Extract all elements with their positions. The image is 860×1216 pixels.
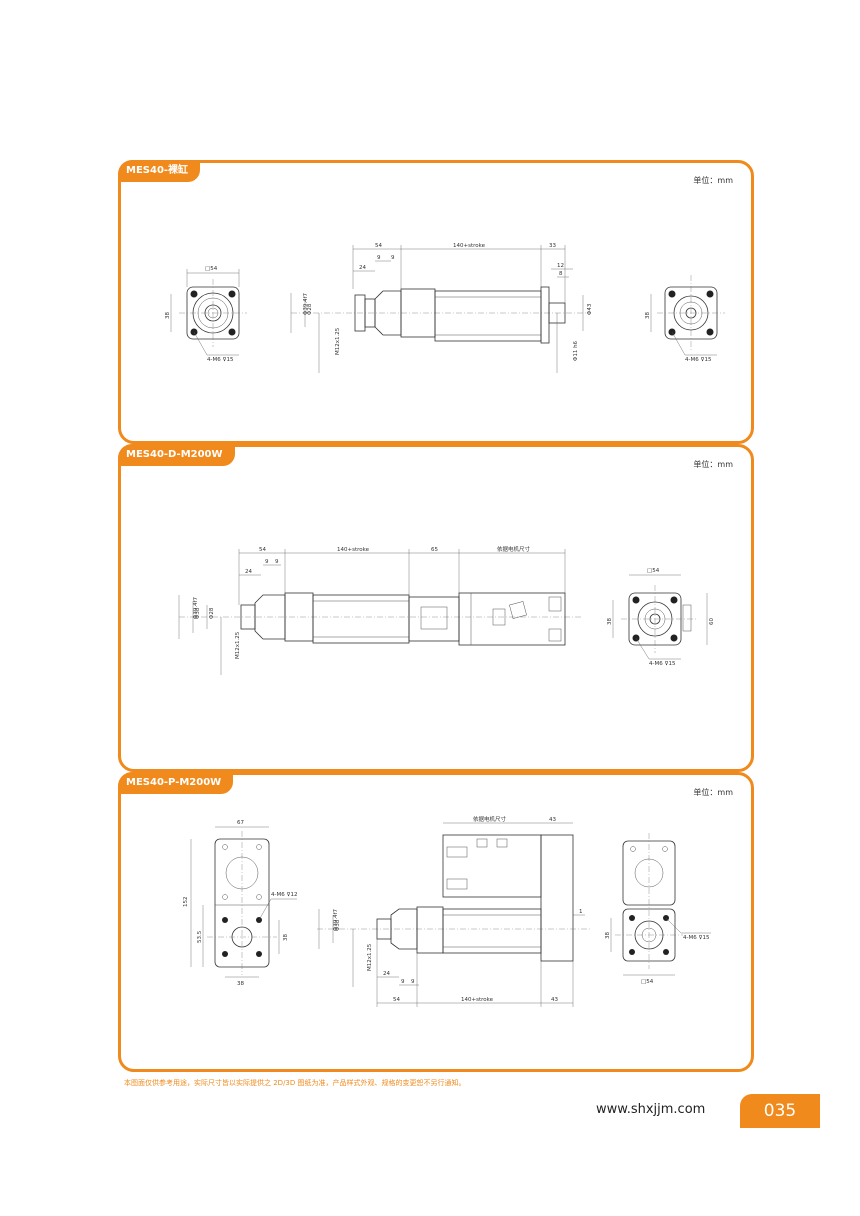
- section-title: MES40-D-M200W: [118, 444, 235, 466]
- dim-label: 140+stroke: [337, 547, 370, 553]
- page-number: 035: [740, 1094, 820, 1128]
- dim-label: 67: [237, 820, 244, 826]
- dim-label: Φ38: [335, 919, 341, 931]
- dim-label: Φ11 h6: [573, 340, 579, 361]
- side-view: 依据电机尺寸 43 1 Φ39.4f7 Φ38 M12x1.25 24 9 9 …: [317, 815, 591, 1007]
- dim-label: 4-M6 ⊽15: [649, 661, 676, 667]
- dim-label: 24: [245, 569, 252, 575]
- dim-label: □54: [647, 568, 660, 574]
- dim-label: Φ39.4f7: [333, 908, 339, 931]
- section-parallel-motor: MES40-P-M200W 单位：mm 67 152 4-M6 ⊽12 53.5…: [118, 772, 754, 1072]
- dim-label: 38: [645, 312, 651, 319]
- dim-label: Φ28: [209, 607, 215, 619]
- dim-label: M12x1.25: [335, 327, 341, 355]
- dim-label: 152: [183, 897, 189, 908]
- end-view-right: 38 4-M6 ⊽15: [645, 275, 725, 363]
- dim-label: 4-M6 ⊽15: [685, 357, 712, 363]
- dim-label: 65: [431, 547, 438, 553]
- section-title: MES40-裸缸: [118, 160, 201, 182]
- dim-label: 12: [557, 263, 564, 269]
- dim-label: 依据电机尺寸: [473, 815, 507, 823]
- unit-label: 单位：mm: [693, 788, 733, 797]
- dim-label: 1: [579, 909, 583, 915]
- dim-label: Φ39.4f7: [303, 292, 309, 315]
- dim-label: M12x1.25: [367, 943, 373, 971]
- end-view: □54 38 60 4-M6 ⊽15: [607, 568, 715, 667]
- dim-label: M12x1.25: [235, 631, 241, 659]
- dim-label: 24: [383, 971, 390, 977]
- dim-label: 38: [607, 618, 613, 625]
- dim-label: □54: [205, 266, 218, 272]
- section-bare-cylinder: MES40-裸缸 单位：mm □54 38 4-M6 ⊽15: [118, 160, 754, 444]
- dim-label: 38: [283, 934, 289, 941]
- dim-label: Φ38: [195, 607, 201, 619]
- dim-label: 140+stroke: [461, 997, 494, 1003]
- unit-label: 单位：mm: [693, 176, 733, 185]
- dim-label: 43: [551, 997, 558, 1003]
- dim-label: 38: [605, 932, 611, 939]
- dim-label: Φ39.4f7: [193, 596, 199, 619]
- top-view: 67 152 4-M6 ⊽12 53.5 38 38: [183, 820, 298, 987]
- dim-label: 4-M6 ⊽15: [207, 357, 234, 363]
- dim-label: 38: [165, 312, 171, 319]
- dim-label: 9: [265, 559, 269, 565]
- drawing-bare-cylinder: □54 38 4-M6 ⊽15 54 140+stroke 33 24: [165, 243, 725, 373]
- dim-label: 9: [377, 255, 381, 261]
- dim-label: 140+stroke: [453, 243, 486, 249]
- dim-label: 8: [559, 271, 563, 277]
- dim-label: 54: [259, 547, 266, 553]
- side-view: 54 140+stroke 65 依据电机尺寸 24 9 9 Φ39.4f7 Φ…: [178, 545, 581, 675]
- dim-label: 54: [393, 997, 400, 1003]
- dim-label: 60: [709, 618, 715, 625]
- dim-label: 43: [549, 817, 556, 823]
- dim-label: 依据电机尺寸: [497, 545, 531, 553]
- dim-label: Φ43: [587, 303, 593, 315]
- dim-label: Φ28: [307, 303, 313, 315]
- unit-label: 单位：mm: [693, 460, 733, 469]
- dim-label: 4-M6 ⊽15: [683, 935, 710, 941]
- dim-label: 9: [391, 255, 395, 261]
- side-view: 54 140+stroke 33 24 9 9 12 8 Φ39.4f7 Φ28…: [290, 243, 593, 373]
- dim-label: 9: [411, 979, 415, 985]
- dim-label: 38: [237, 981, 244, 987]
- dim-label: 4-M6 ⊽12: [271, 892, 298, 898]
- section-direct-motor: MES40-D-M200W 单位：mm 54 140+stroke 65 依据电…: [118, 444, 754, 772]
- drawing-direct-motor: 54 140+stroke 65 依据电机尺寸 24 9 9 Φ39.4f7 Φ…: [178, 545, 715, 675]
- drawing-parallel-motor: 67 152 4-M6 ⊽12 53.5 38 38 依据电机尺寸: [183, 815, 711, 1007]
- dim-label: □54: [641, 979, 654, 985]
- website-url: www.shxjjm.com: [596, 1102, 706, 1117]
- dim-label: 9: [275, 559, 279, 565]
- dim-label: 9: [401, 979, 405, 985]
- end-view: 4-M6 ⊽15 38 □54: [605, 833, 711, 985]
- section-title: MES40-P-M200W: [118, 772, 234, 794]
- dim-label: 53.5: [197, 930, 203, 943]
- dim-label: 24: [359, 265, 366, 271]
- dim-label: 54: [375, 243, 382, 249]
- dim-label: 33: [549, 243, 556, 249]
- end-view-left: □54 38 4-M6 ⊽15: [165, 266, 247, 363]
- disclaimer-footnote: 本图面仅供参考用途，实际尺寸皆以实际提供之 2D/3D 图纸为准，产品样式外观、…: [124, 1079, 466, 1087]
